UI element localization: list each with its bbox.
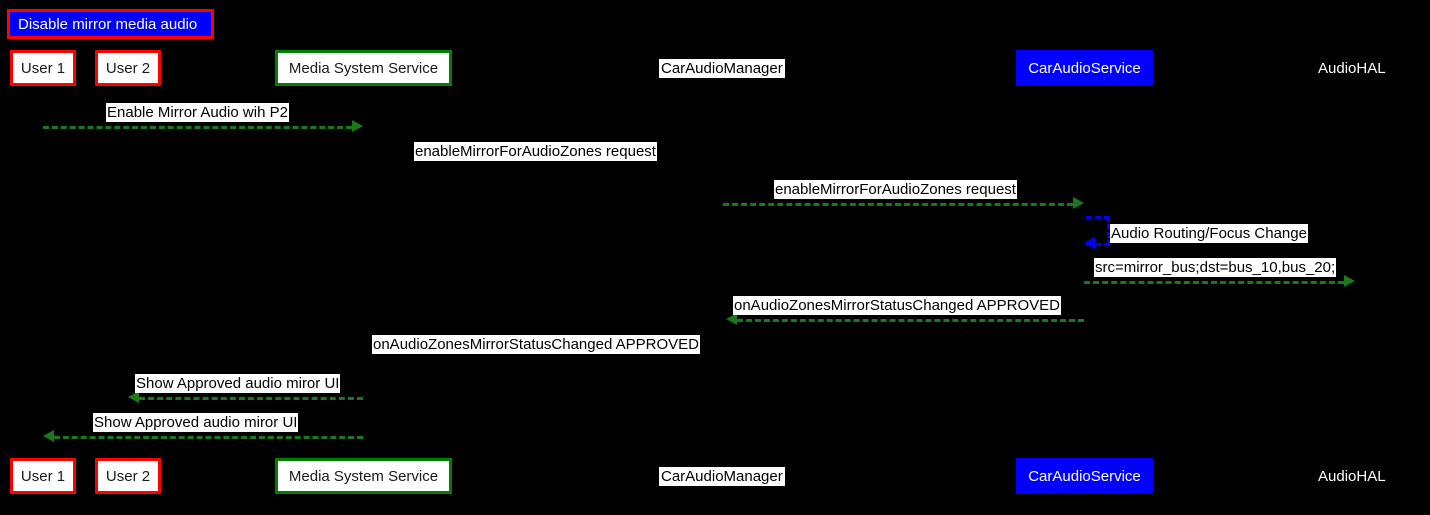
message-arrowhead-2 — [713, 159, 724, 171]
message-selfloop-arrowhead-4 — [1084, 237, 1095, 249]
message-arrow-7 — [376, 358, 724, 361]
message-arrowhead-7 — [365, 352, 376, 364]
message-arrow-1 — [43, 126, 352, 129]
participant-label: AudioHAL — [1318, 468, 1386, 485]
participant-label: User 1 — [20, 59, 66, 77]
participant-label: User 2 — [105, 59, 151, 77]
message-arrow-5 — [1084, 281, 1344, 284]
message-label-2: enableMirrorForAudioZones request — [414, 142, 657, 161]
participant-user2-header[interactable]: User 2 — [95, 50, 161, 86]
participant-label: CarAudioService — [1028, 467, 1141, 485]
message-label-5: src=mirror_bus;dst=bus_10,bus_20; — [1094, 258, 1337, 277]
message-arrowhead-5 — [1344, 275, 1355, 287]
participant-label: CarAudioManager — [661, 468, 783, 485]
message-selfloop-4 — [1086, 216, 1110, 246]
message-arrowhead-9 — [43, 430, 54, 442]
message-arrow-3 — [723, 203, 1073, 206]
participant-media-system-service-header[interactable]: Media System Service — [275, 50, 452, 86]
participant-label: User 2 — [105, 467, 151, 485]
message-label-7: onAudioZonesMirrorStatusChanged APPROVED — [372, 335, 701, 354]
message-label-1: Enable Mirror Audio wih P2 — [106, 103, 289, 122]
participant-audiohal-header[interactable]: AudioHAL — [1318, 59, 1386, 78]
lifeline-caraudiomanager — [724, 80, 725, 456]
diagram-title: Disable mirror media audio — [18, 15, 198, 33]
participant-label: Media System Service — [288, 59, 439, 77]
participant-user1-footer[interactable]: User 1 — [10, 458, 76, 494]
message-arrowhead-3 — [1073, 197, 1084, 209]
participant-caraudiomanager-footer[interactable]: CarAudioManager — [659, 467, 785, 486]
participant-caraudioservice-header[interactable]: CarAudioService — [1016, 50, 1153, 86]
participant-user2-footer[interactable]: User 2 — [95, 458, 161, 494]
message-arrowhead-6 — [726, 313, 737, 325]
message-label-6: onAudioZonesMirrorStatusChanged APPROVED — [733, 296, 1062, 315]
lifeline-user2 — [128, 86, 129, 450]
participant-label: CarAudioService — [1028, 59, 1141, 77]
message-arrowhead-8 — [128, 391, 139, 403]
message-label-8: Show Approved audio miror UI — [135, 374, 341, 393]
message-arrow-9 — [54, 436, 363, 439]
message-arrowhead-1 — [352, 120, 363, 132]
participant-user1-header[interactable]: User 1 — [10, 50, 76, 86]
lifeline-caraudioservice — [1084, 86, 1085, 450]
participant-media-system-service-footer[interactable]: Media System Service — [275, 458, 452, 494]
participant-label: Media System Service — [288, 467, 439, 485]
lifeline-user1 — [43, 86, 44, 450]
lifeline-audiohal — [1355, 80, 1356, 456]
message-arrow-8 — [139, 397, 363, 400]
diagram-title-box: Disable mirror media audio — [7, 9, 214, 39]
participant-label: User 1 — [20, 467, 66, 485]
participant-caraudiomanager-header[interactable]: CarAudioManager — [659, 59, 785, 78]
message-label-4: Audio Routing/Focus Change — [1110, 224, 1308, 243]
participant-label: AudioHAL — [1318, 60, 1386, 77]
message-label-9: Show Approved audio miror UI — [93, 413, 299, 432]
lifeline-media — [363, 86, 364, 450]
participant-caraudioservice-footer[interactable]: CarAudioService — [1016, 458, 1153, 494]
message-arrow-2 — [363, 165, 713, 168]
message-label-3: enableMirrorForAudioZones request — [774, 180, 1017, 199]
participant-label: CarAudioManager — [661, 60, 783, 77]
participant-audiohal-footer[interactable]: AudioHAL — [1318, 467, 1386, 486]
message-arrow-6 — [737, 319, 1084, 322]
